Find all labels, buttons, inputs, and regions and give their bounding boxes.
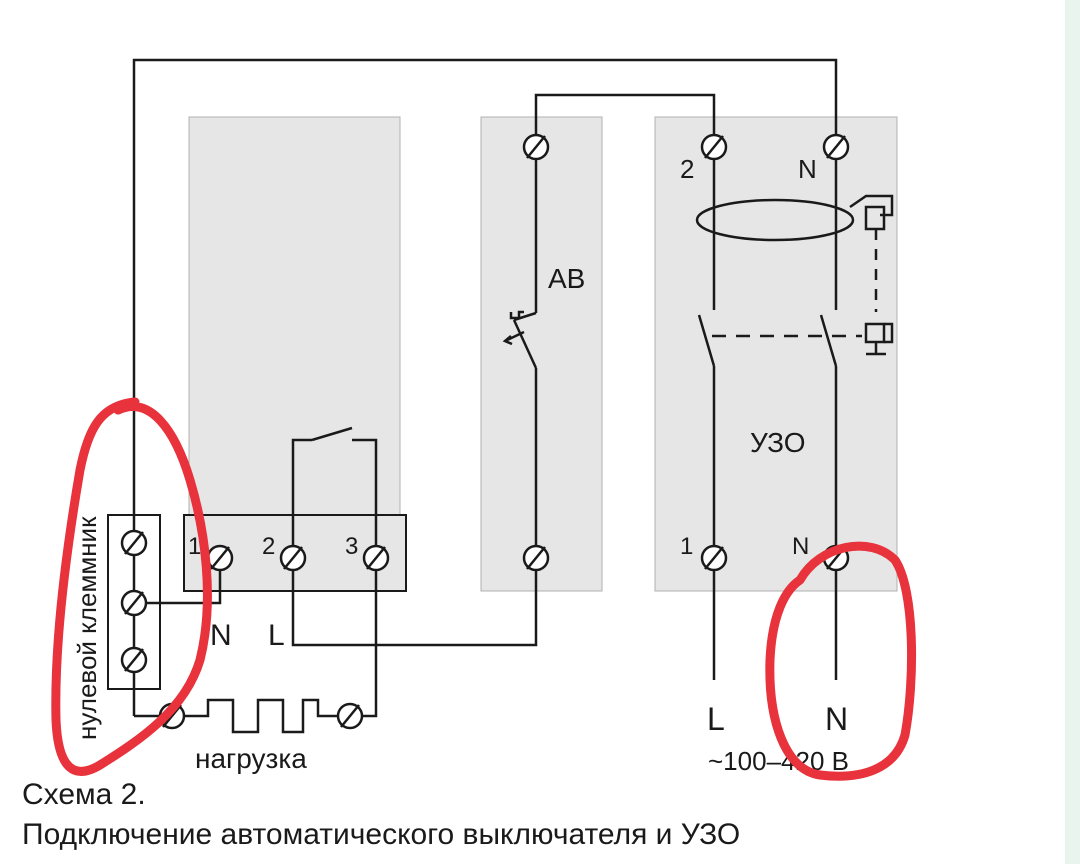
rcd-terminal-n-bottom-label: N	[792, 533, 809, 560]
rcd-panel	[654, 116, 898, 592]
annotation-circle-rcd-n	[765, 541, 917, 781]
relay-terminal-2	[279, 544, 307, 572]
rcd-terminal-2	[700, 133, 728, 161]
relay-n-label: N	[210, 619, 232, 652]
neutral-block-label: нулевой клеммник	[72, 516, 102, 740]
caption-title: Схема 2.	[22, 778, 146, 811]
breaker-label: АВ	[548, 263, 585, 294]
load-terminal-right	[336, 702, 364, 730]
supply-l-label: L	[707, 701, 725, 737]
neutral-terminal-bottom	[120, 646, 148, 674]
rcd-label: УЗО	[750, 427, 806, 458]
relay-terminal-3	[362, 544, 390, 572]
annotation-circle-neutral-block	[51, 397, 212, 776]
relay-l-label: L	[268, 619, 285, 652]
supply-n-label: N	[825, 701, 848, 737]
voltage-label: ~100–420 В	[708, 746, 849, 776]
caption-subtitle: Подключение автоматического выключателя …	[22, 818, 741, 851]
rcd-terminal-2-label: 2	[680, 154, 694, 184]
rcd-terminal-n-top	[822, 133, 850, 161]
rcd-terminal-1	[700, 544, 728, 572]
page-edge	[1065, 0, 1080, 864]
relay-terminal-3-label: 3	[345, 533, 358, 560]
neutral-terminal-middle	[120, 589, 148, 617]
rcd-terminal-1-label: 1	[680, 533, 693, 560]
breaker-panel	[480, 116, 603, 592]
neutral-terminal-top	[120, 529, 148, 557]
relay-terminal-1	[206, 544, 234, 572]
breaker-top-terminal	[522, 133, 550, 161]
load-label: нагрузка	[195, 743, 307, 774]
relay-terminal-1-label: 1	[188, 533, 201, 560]
relay-panel	[188, 116, 401, 516]
rcd-terminal-n-top-label: N	[798, 154, 817, 184]
breaker-bottom-terminal	[522, 544, 550, 572]
relay-terminal-2-label: 2	[262, 533, 275, 560]
